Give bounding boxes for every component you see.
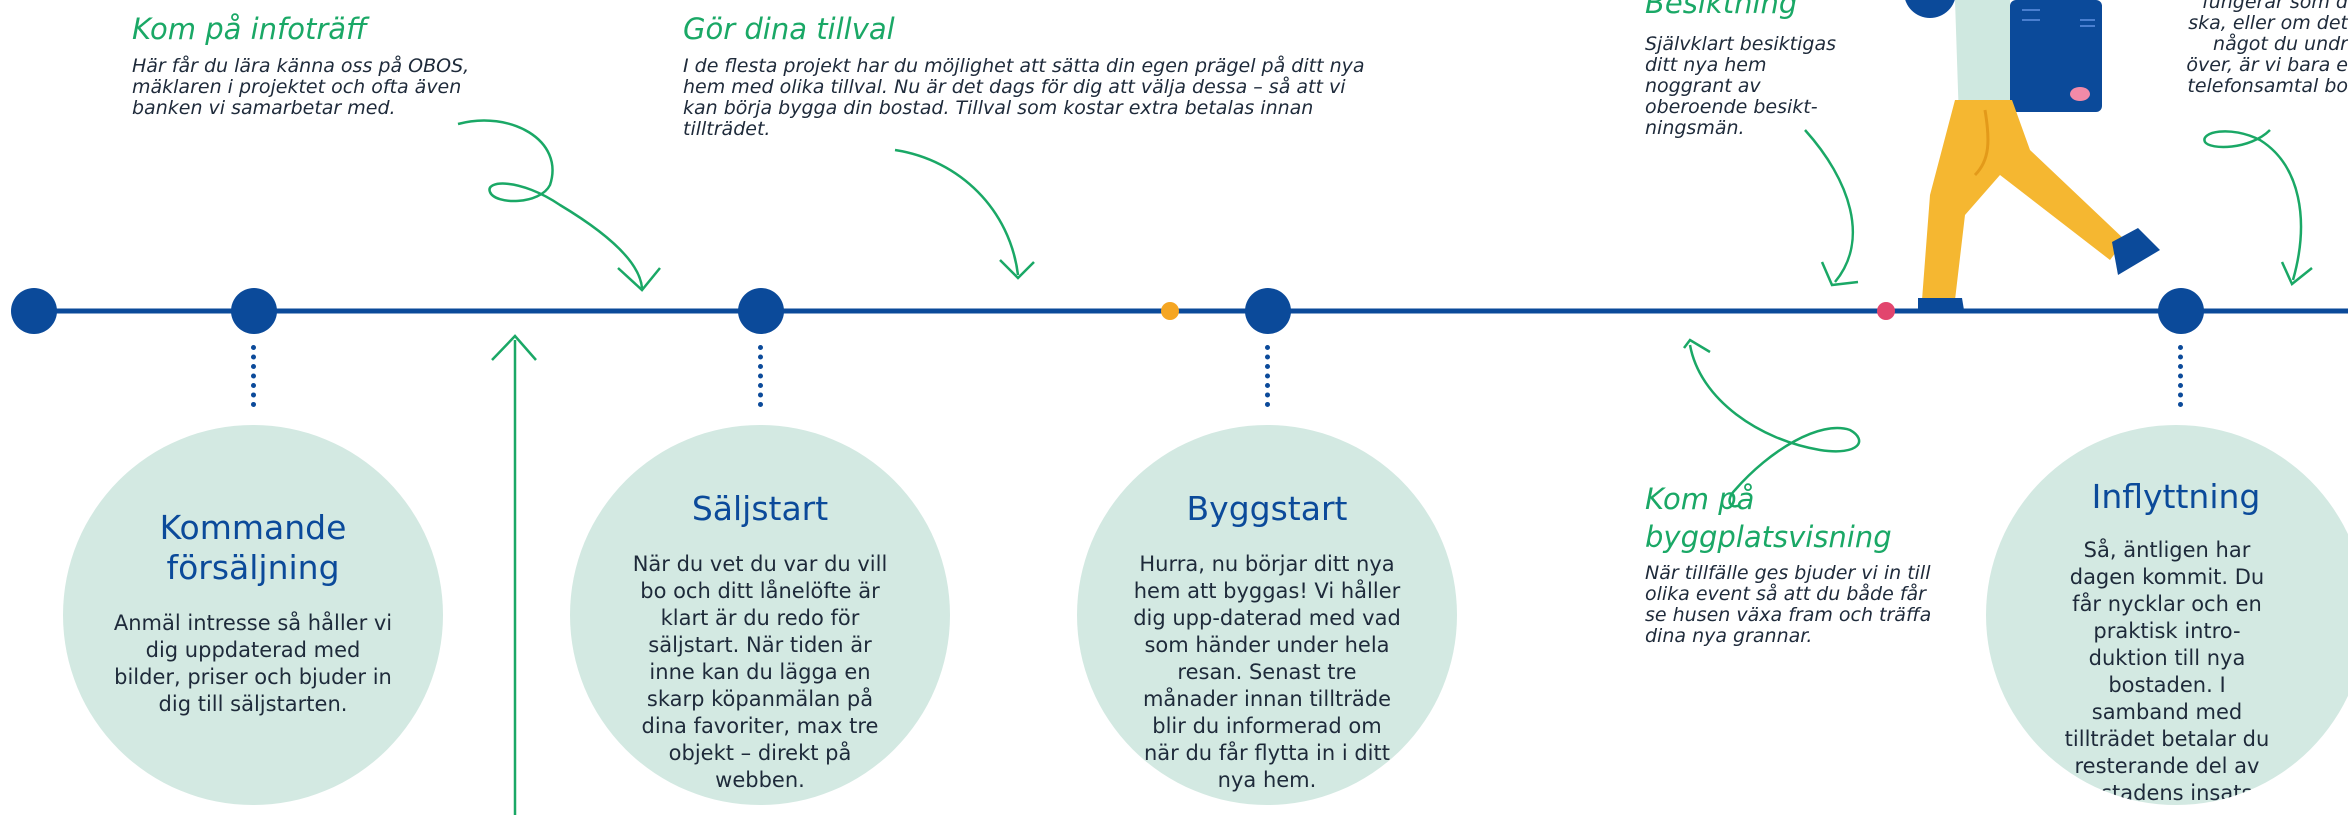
note-tillval-text: I de flesta projekt har du möjlighet att… [683,55,1365,140]
timeline-node-inflyttning [2158,288,2204,334]
note-tillval-title: Gör dina tillval [683,12,895,46]
timeline-node-kommande [231,288,277,334]
milestone-kommande: Kommande försäljning Anmäl intresse så h… [63,425,443,805]
note-besiktning-title: Besiktning [1645,0,1798,20]
milestone-inflyttning-title: Inflyttning [2091,477,2261,516]
milestone-saljstart-text: När du vet du var du vill bo och ditt lå… [632,552,888,792]
walking-person-illustration [1905,0,2160,310]
arrow-infotraff [457,119,644,289]
note-byggplats-text: När tillfälle ges bjuder vi in till olik… [1645,562,1932,647]
milestone-saljstart: Säljstart När du vet du var du vill bo o… [570,425,950,805]
milestone-byggstart-title: Byggstart [1186,489,1348,528]
timeline-dot-orange [1161,302,1179,320]
milestone-byggstart: Byggstart Hurra, nu börjar ditt nya hem … [1077,425,1457,805]
connector-inflyttning [2178,345,2183,407]
timeline-node-saljstart [738,288,784,334]
milestone-byggstart-text: Hurra, nu börjar ditt nya hem att byggas… [1133,552,1401,792]
milestone-kommande-text: Anmäl intresse så håller vi dig uppdater… [113,611,393,716]
note-cut-right-text: fungerar som d ska, eller om det något d… [2186,0,2348,97]
arrowhead-right [2280,261,2313,286]
connector-kommande [251,345,256,407]
timeline-dot-pink [1877,302,1895,320]
note-byggplats-title: Kom på byggplatsvisning [1645,482,1892,554]
milestone-inflyttning: Inflyttning Så, äntligen har dagen kommi… [1986,425,2348,805]
note-besiktning-text: Självklart besiktigas ditt nya hem noggr… [1645,33,1836,139]
timeline-node-byggstart [1245,288,1291,334]
milestone-inflyttning-text: Så, äntligen har dagen kommit. Du får ny… [2064,538,2270,805]
milestone-saljstart-title: Säljstart [691,489,829,528]
milestone-kommande-title: Kommande försäljning [159,508,347,587]
arrow-right [2203,129,2303,281]
arrow-tillval [894,148,1020,276]
connector-byggstart [1265,345,1270,407]
note-infotraff-text: Här får du lära känna oss på OBOS, mäkla… [132,55,470,119]
arrowhead-tillval [999,259,1035,280]
arrowhead-besiktning [1820,261,1859,287]
connector-saljstart [758,345,763,407]
arrow-byggplats [1688,344,1861,508]
arrowhead-infotraff [617,267,661,292]
arrow-besiktning [1804,129,1855,283]
arrowhead-vertical [491,334,537,361]
timeline-node-1 [11,288,57,334]
arrowhead-byggplats [1683,338,1711,354]
note-infotraff-title: Kom på infoträff [132,12,367,46]
